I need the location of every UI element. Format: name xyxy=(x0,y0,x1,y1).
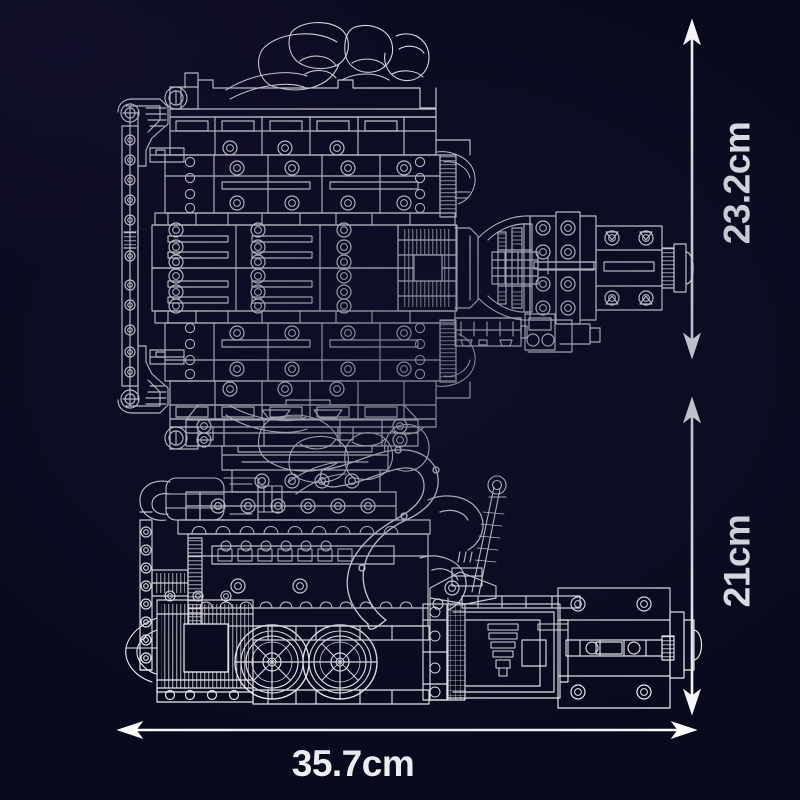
dimension-arrow-width xyxy=(116,721,698,739)
dimension-arrow-height-side xyxy=(683,396,701,716)
dimension-arrow-height-top xyxy=(683,18,701,360)
